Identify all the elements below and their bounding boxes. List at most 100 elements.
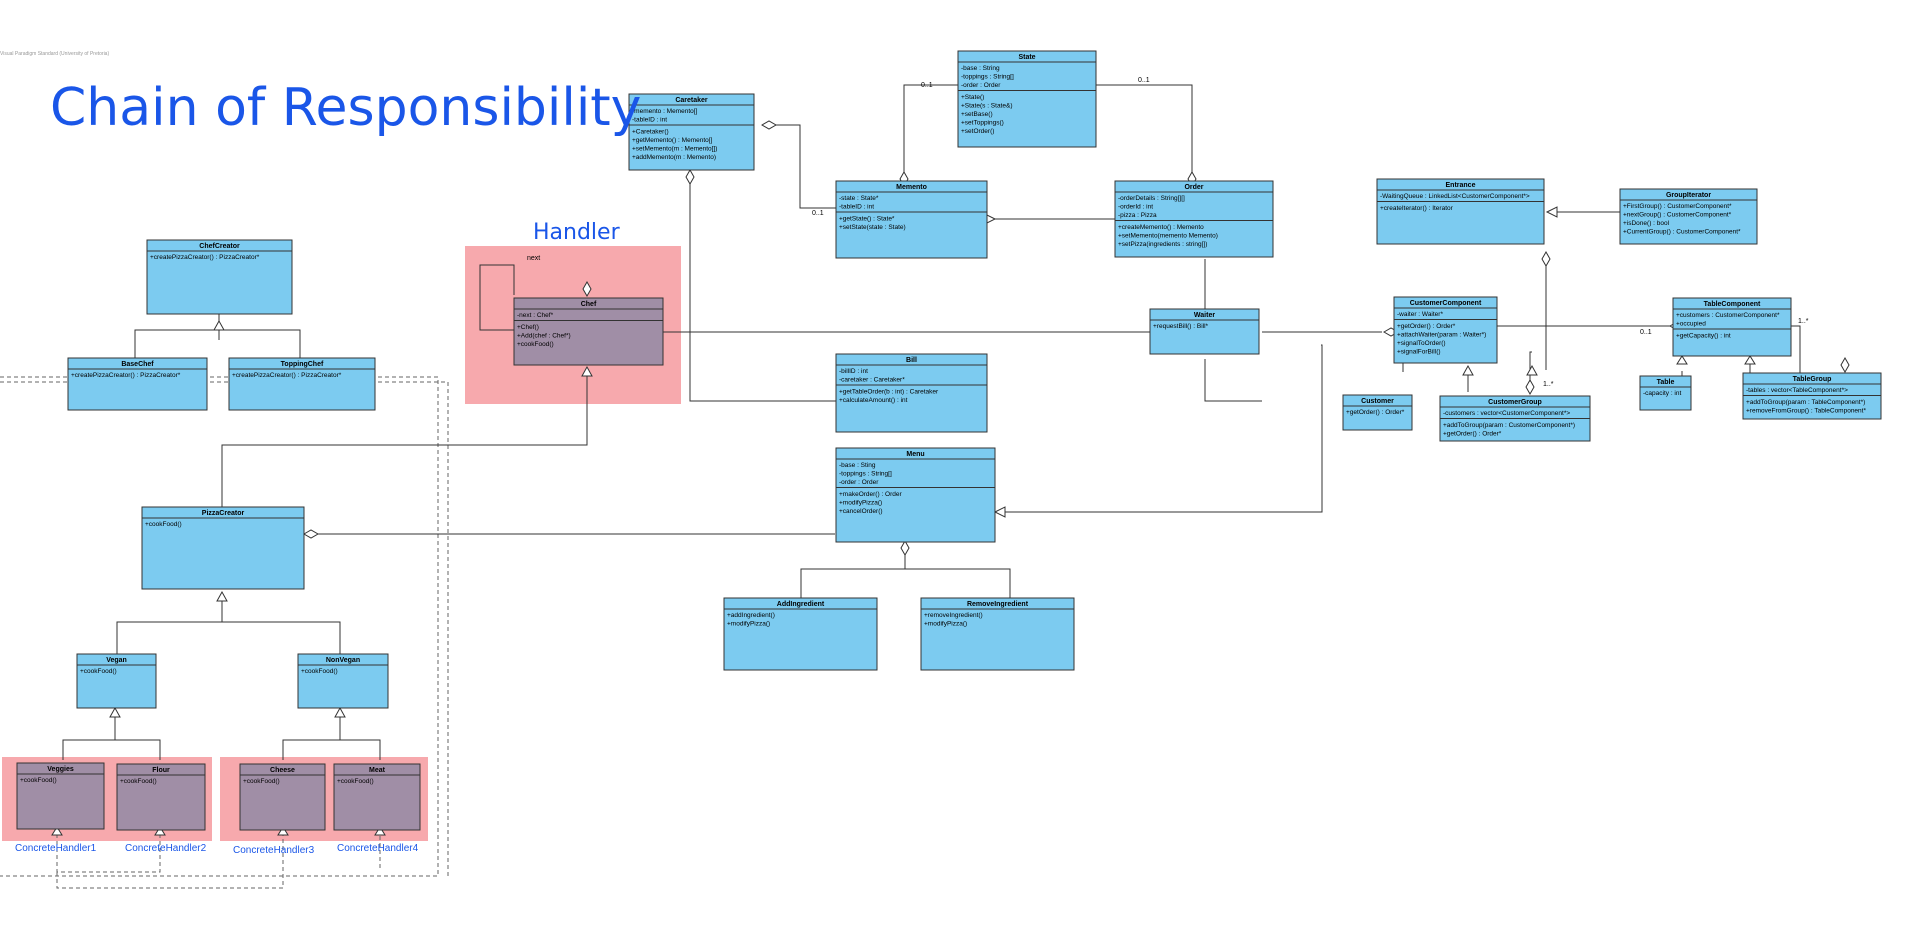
class-box	[513, 297, 664, 366]
class-customercomponent[interactable]: CustomerComponent-waiter : Waiter*+getOr…	[1393, 296, 1498, 364]
class-attribute: -orderDetails : String[][]	[1118, 195, 1185, 202]
class-attribute: +isDone() : bool	[1623, 220, 1670, 227]
class-chefcreator[interactable]: ChefCreator+createPizzaCreator() : Pizza…	[146, 239, 293, 315]
class-attribute: -capacity : int	[1643, 390, 1681, 397]
class-customer[interactable]: Customer+getOrder() : Order*	[1342, 394, 1413, 431]
class-addingredient[interactable]: AddIngredient+addIngredient()+modifyPizz…	[723, 597, 878, 671]
class-attribute: -customers : vector<CustomerComponent*>	[1443, 410, 1570, 417]
class-name: Flour	[152, 767, 170, 774]
class-operation: +getMemento() : Memento[]	[632, 137, 713, 144]
product-boundary	[0, 376, 439, 877]
class-box	[1114, 180, 1274, 258]
multiplicity-memento: 0..1	[812, 210, 824, 217]
class-attribute: +createPizzaCreator() : PizzaCreator*	[71, 372, 181, 379]
class-operation: +cancelOrder()	[839, 508, 883, 515]
class-attribute: +createPizzaCreator() : PizzaCreator*	[232, 372, 342, 379]
class-name: ChefCreator	[199, 243, 240, 250]
handler-label: Handler	[533, 220, 620, 245]
class-groupiterator[interactable]: GroupIterator+FirstGroup() : CustomerCom…	[1619, 188, 1758, 245]
class-tablecomponent[interactable]: TableComponent+customers : CustomerCompo…	[1672, 297, 1792, 357]
class-name: Memento	[896, 184, 927, 191]
class-waiter[interactable]: Waiter+requestBill() : Bill*	[1149, 308, 1260, 355]
class-customergroup[interactable]: CustomerGroup-customers : vector<Custome…	[1439, 395, 1591, 442]
class-attribute: -toppings : String[]	[961, 74, 1014, 81]
class-vegan[interactable]: Vegan +cookFood()	[76, 653, 157, 709]
class-operation: +setMemento(memento Memento)	[1118, 233, 1218, 240]
class-name: Entrance	[1446, 182, 1476, 189]
class-bill[interactable]: Bill-billID : int-caretaker : Caretaker*…	[835, 353, 988, 433]
multiplicity-tablegroup: 1..*	[1798, 318, 1809, 325]
class-boxes-layer: State-base : String-toppings : String[]-…	[16, 50, 1882, 831]
class-attribute: +FirstGroup() : CustomerComponent*	[1623, 203, 1732, 210]
class-box	[723, 597, 878, 671]
concrete-handler-3-label: ConcreteHandler3	[233, 845, 315, 856]
class-table[interactable]: Table -capacity : int	[1639, 375, 1692, 411]
multiplicity-customergroup: 1..*	[1543, 381, 1554, 388]
class-box	[1619, 188, 1758, 245]
class-box	[1149, 308, 1260, 355]
class-operation: +getCapacity() : int	[1676, 333, 1731, 340]
class-tablegroup[interactable]: TableGroup-tables : vector<TableComponen…	[1742, 372, 1882, 420]
class-operation: +signalForBill()	[1397, 349, 1441, 356]
class-box	[67, 357, 208, 411]
class-caretaker[interactable]: Caretaker-memento : Memento[]-tableID : …	[628, 93, 755, 171]
multiplicity-tablecomponent: 0..1	[1640, 329, 1652, 336]
concrete-handler-1-label: ConcreteHandler1	[15, 843, 97, 854]
class-box	[141, 506, 305, 590]
class-box	[228, 357, 376, 411]
class-operation: +addMemento(m : Memento)	[632, 154, 716, 161]
class-attribute: -orderId : int	[1118, 204, 1153, 211]
class-memento[interactable]: Memento-state : State*-tableID : int+get…	[835, 180, 988, 259]
class-nonvegan[interactable]: NonVegan +cookFood()	[297, 653, 389, 709]
class-basechef[interactable]: BaseChef+createPizzaCreator() : PizzaCre…	[67, 357, 208, 411]
class-attribute: -order : Order	[839, 479, 879, 486]
class-box	[957, 50, 1097, 148]
class-attribute: +cookFood()	[80, 668, 117, 675]
class-operation: +setBase()	[961, 111, 993, 118]
relationship-lines	[62, 84, 1801, 760]
class-cheese[interactable]: Cheese+cookFood()	[239, 763, 326, 831]
class-name: PizzaCreator	[202, 510, 245, 517]
class-toppingchef[interactable]: ToppingChef+createPizzaCreator() : Pizza…	[228, 357, 376, 411]
class-name: TableGroup	[1793, 376, 1832, 383]
class-attribute: +modifyPizza()	[727, 621, 770, 628]
class-attribute: +CurrentGroup() : CustomerComponent*	[1623, 229, 1741, 236]
class-attribute: -base : Sting	[839, 462, 876, 469]
class-operation: +State()	[961, 94, 984, 101]
class-name: NonVegan	[326, 657, 360, 664]
class-name: CustomerComponent	[1410, 300, 1482, 307]
multiplicity-state-memento: 0..1	[921, 82, 933, 89]
class-attribute: +getOrder() : Order*	[1346, 409, 1405, 416]
class-box	[920, 597, 1075, 671]
class-state[interactable]: State-base : String-toppings : String[]-…	[957, 50, 1097, 148]
class-operation: +addToGroup(param : CustomerComponent*)	[1443, 422, 1575, 429]
class-order[interactable]: Order-orderDetails : String[][]-orderId …	[1114, 180, 1274, 258]
class-entrance[interactable]: Entrance-WaitingQueue : LinkedList<Custo…	[1376, 178, 1545, 245]
class-operation: +createIterator() : Iterator	[1380, 205, 1454, 212]
class-chef[interactable]: Chef-next : Chef*+Chef()+Add(chef : Chef…	[513, 297, 664, 366]
diagram-title: Chain of Responsibility	[50, 78, 642, 138]
class-name: Vegan	[106, 657, 127, 664]
class-attribute: -state : State*	[839, 195, 879, 202]
class-veggies[interactable]: Veggies+cookFood()	[16, 762, 105, 830]
class-removeingredient[interactable]: RemoveIngredient+removeIngredient()+modi…	[920, 597, 1075, 671]
class-name: Caretaker	[675, 97, 708, 104]
next-label: next	[527, 255, 540, 262]
class-name: RemoveIngredient	[967, 601, 1029, 608]
class-flour[interactable]: Flour+cookFood()	[116, 763, 206, 831]
class-menu[interactable]: Menu-base : Sting-toppings : String[]-or…	[835, 447, 996, 543]
class-name: Cheese	[270, 767, 295, 774]
class-name: Meat	[369, 767, 386, 774]
class-meat[interactable]: Meat+cookFood()	[333, 763, 421, 831]
class-pizzacreator[interactable]: PizzaCreator+cookFood()	[141, 506, 305, 590]
class-operation: +calculateAmount() : int	[839, 397, 908, 404]
class-box	[1342, 394, 1413, 431]
class-attribute: +cookFood()	[301, 668, 338, 675]
concrete-dependency-lines	[56, 827, 381, 889]
class-attribute: -tableID : int	[632, 117, 667, 124]
class-name: Table	[1657, 379, 1675, 386]
class-attribute: -pizza : Pizza	[1118, 212, 1157, 219]
class-attribute: +customers : CustomerComponent*	[1676, 312, 1780, 319]
class-operation: +createMemento() : Memento	[1118, 224, 1204, 231]
